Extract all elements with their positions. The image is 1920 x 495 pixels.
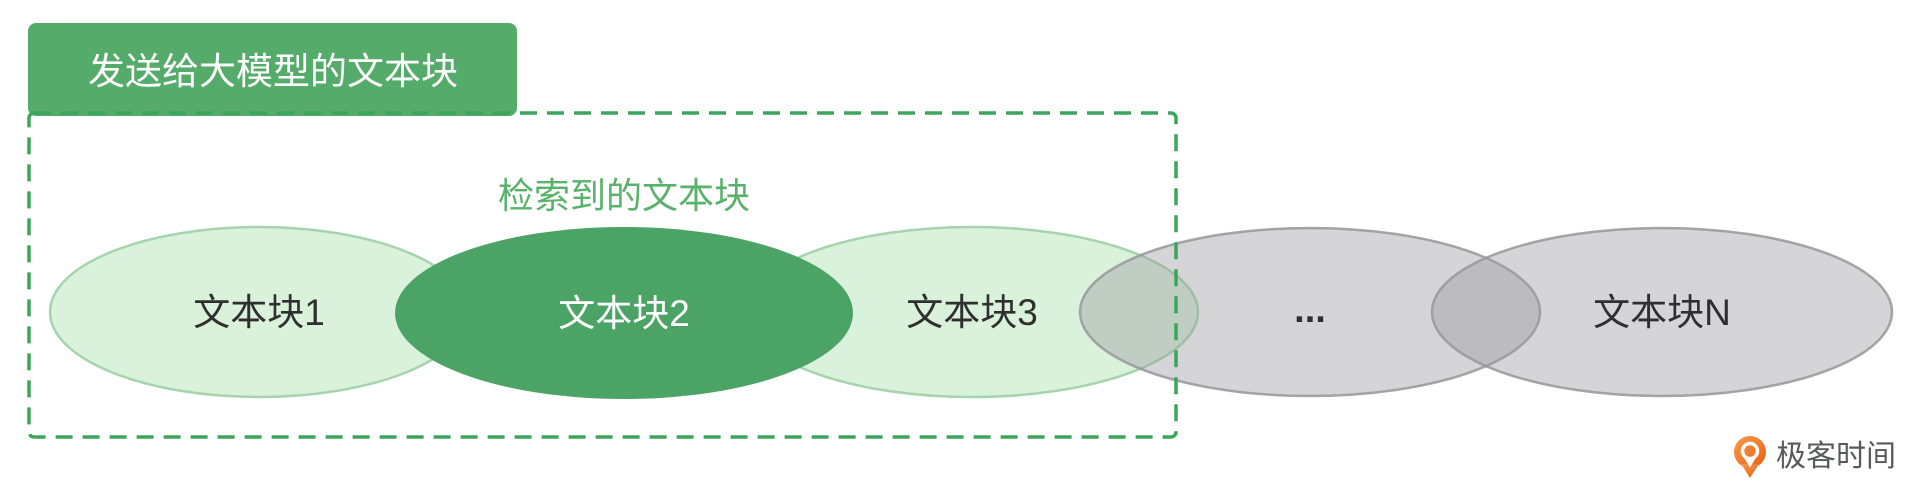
chunk-label-dots: ...: [1294, 289, 1326, 331]
chunk-label-2: 文本块2: [558, 293, 690, 334]
retrieved-chunk-caption: 检索到的文本块: [498, 175, 750, 216]
chunk-ellipse-dots: [1078, 226, 1542, 398]
geektime-logo-pin-tail: [1741, 464, 1759, 478]
chunk-ellipse-n: [1430, 226, 1894, 398]
chunk-label-3: 文本块3: [906, 292, 1038, 333]
geektime-logo-text: 极客时间: [1776, 440, 1896, 473]
geektime-logo-inner-arrow: [1744, 458, 1756, 468]
chunk-ellipse-2-retrieved: [395, 227, 853, 399]
geektime-logo-icon: [1734, 436, 1766, 478]
sent-to-llm-label-box: [28, 23, 517, 116]
chunk-label-n: 文本块N: [1593, 292, 1731, 333]
geektime-logo: 极客时间: [1734, 436, 1896, 478]
geektime-logo-pin-ball: [1734, 436, 1766, 468]
chunk-label-1: 文本块1: [193, 292, 325, 333]
context-window-dashed-border: [27, 111, 1178, 439]
sent-to-llm-label-text: 发送给大模型的文本块: [88, 51, 458, 92]
